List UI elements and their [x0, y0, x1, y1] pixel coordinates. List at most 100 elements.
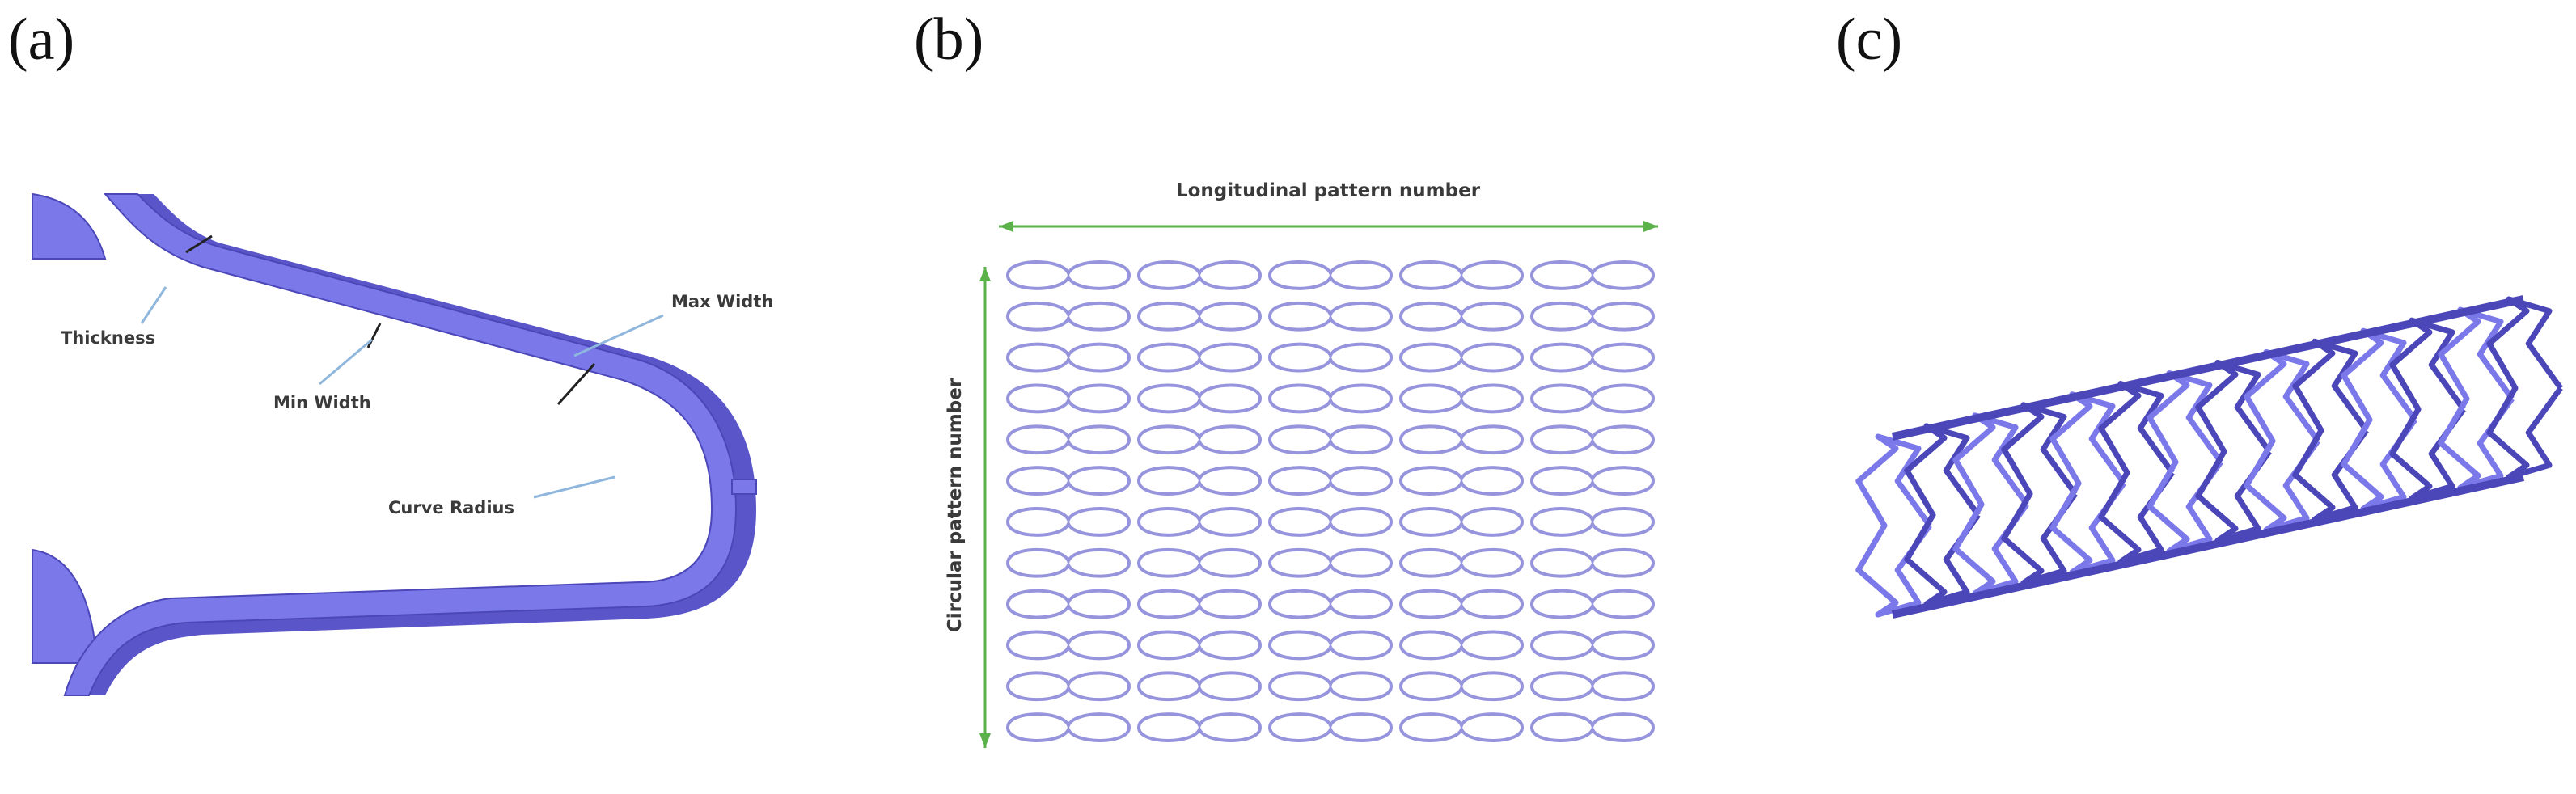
pattern-cell — [1005, 342, 1131, 373]
strut-top-face — [63, 193, 738, 696]
strut-geometry-figure: Thickness Min Width Max Width Curve Radi… — [32, 192, 773, 696]
pattern-cell — [1005, 260, 1131, 290]
pattern-cell — [1136, 342, 1263, 373]
pattern-cell — [1529, 466, 1656, 496]
stent-pattern-grid — [1005, 260, 1656, 742]
max-width-label: Max Width — [671, 292, 773, 311]
pattern-cell — [1267, 424, 1394, 455]
pattern-cell — [1005, 547, 1131, 578]
pattern-cell — [1529, 589, 1656, 619]
longitudinal-arrow-head-left — [999, 221, 1013, 232]
stent-edge — [1891, 295, 2525, 441]
pattern-cell — [1398, 547, 1525, 578]
pattern-cell — [1398, 671, 1525, 702]
stent-ring — [2147, 370, 2223, 554]
min-width-leader — [319, 338, 373, 386]
pattern-cell — [1005, 507, 1131, 537]
stent-ring — [2049, 391, 2126, 576]
thickness-leader — [140, 286, 167, 324]
stent-ring — [1952, 412, 2029, 597]
stent-ring — [2341, 327, 2417, 512]
pattern-cell — [1136, 671, 1263, 702]
stent-ring — [2098, 381, 2175, 565]
pattern-cell — [1398, 301, 1525, 332]
pattern-cell — [1005, 671, 1131, 702]
pattern-cell — [1005, 712, 1131, 742]
stent-ring — [2001, 402, 2078, 586]
panel-c: (c) — [1828, 0, 2576, 794]
pattern-cell — [1529, 547, 1656, 578]
stent-body — [1855, 295, 2563, 619]
stent-edge — [1891, 473, 2525, 619]
longitudinal-arrow-head-right — [1643, 221, 1658, 232]
strut-tab — [731, 479, 757, 495]
panel-a: (a) Thickness Min Width Max Width Curve … — [0, 0, 809, 794]
stent-ring — [2438, 306, 2515, 491]
stent-3d-figure — [1855, 295, 2563, 619]
pattern-cell — [1529, 383, 1656, 414]
pattern-cell — [1398, 383, 1525, 414]
strut-side-wall — [73, 194, 756, 695]
stent-ring — [2244, 348, 2320, 533]
stent-ring — [2486, 296, 2563, 480]
max-width-arrow — [556, 362, 596, 406]
pattern-cell — [1267, 466, 1394, 496]
min-width-arrow — [366, 323, 382, 348]
pattern-cell — [1267, 712, 1394, 742]
thickness-arrow — [185, 234, 213, 254]
pattern-cell — [1136, 301, 1263, 332]
pattern-cell — [1267, 671, 1394, 702]
pattern-cell — [1398, 260, 1525, 290]
curve-radius-leader — [533, 475, 615, 499]
pattern-cell — [1267, 589, 1394, 619]
pattern-cell — [1005, 383, 1131, 414]
pattern-cell — [1136, 424, 1263, 455]
pattern-cell — [1136, 712, 1263, 742]
panel-b: (b) Longitudinal pattern number Circular… — [906, 0, 1715, 794]
pattern-cell — [1529, 712, 1656, 742]
pattern-cell — [1398, 466, 1525, 496]
pattern-cell — [1136, 507, 1263, 537]
pattern-cell — [1267, 383, 1394, 414]
panel-b-label: (b) — [914, 6, 984, 73]
pattern-cell — [1005, 466, 1131, 496]
pattern-cell — [1529, 424, 1656, 455]
circular-arrow-head-bottom — [979, 733, 991, 748]
pattern-cell — [1398, 424, 1525, 455]
pattern-cell — [1136, 547, 1263, 578]
pattern-cell — [1529, 301, 1656, 332]
left-bottom-strut-fragment — [32, 548, 99, 664]
pattern-cell — [1005, 301, 1131, 332]
pattern-cell — [1136, 630, 1263, 661]
curve-radius-label: Curve Radius — [388, 498, 514, 517]
circular-arrow-head-top — [979, 267, 991, 281]
pattern-cell — [1005, 424, 1131, 455]
pattern-cell — [1529, 507, 1656, 537]
pattern-cell — [1529, 342, 1656, 373]
pattern-cell — [1267, 630, 1394, 661]
pattern-cell — [1267, 301, 1394, 332]
stent-ring — [1904, 423, 1981, 607]
pattern-cell — [1398, 589, 1525, 619]
pattern-cell — [1267, 260, 1394, 290]
thickness-label: Thickness — [61, 328, 155, 348]
pattern-cell — [1267, 342, 1394, 373]
pattern-cell — [1267, 507, 1394, 537]
pattern-cell — [1136, 466, 1263, 496]
stent-ring — [1855, 433, 1932, 618]
stent-ring — [2195, 360, 2272, 543]
flat-pattern-figure: Longitudinal pattern number Circular pat… — [945, 180, 1658, 748]
pattern-cell — [1005, 589, 1131, 619]
pattern-cell — [1398, 507, 1525, 537]
longitudinal-label: Longitudinal pattern number — [1176, 180, 1481, 201]
pattern-cell — [1529, 630, 1656, 661]
stent-ring — [2292, 338, 2369, 522]
max-width-leader — [573, 314, 664, 357]
pattern-cell — [1267, 547, 1394, 578]
pattern-cell — [1398, 712, 1525, 742]
pattern-cell — [1398, 630, 1525, 661]
pattern-cell — [1005, 630, 1131, 661]
panel-a-label: (a) — [8, 6, 75, 73]
pattern-cell — [1529, 260, 1656, 290]
left-top-strut-fragment — [32, 192, 107, 260]
